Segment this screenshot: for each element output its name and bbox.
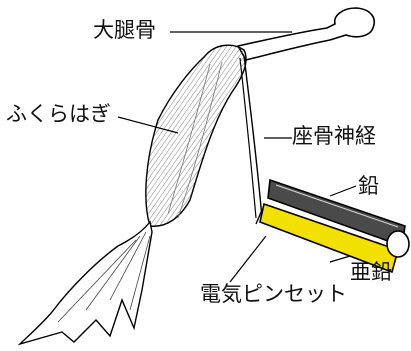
label-sciatic-nerve: 座骨神経 bbox=[292, 126, 376, 147]
label-zinc: 亜鉛 bbox=[350, 262, 392, 283]
femur-bone bbox=[238, 8, 374, 60]
tweezers bbox=[256, 180, 409, 272]
label-femur: 大腿骨 bbox=[93, 20, 156, 41]
foot-tendon bbox=[20, 222, 152, 344]
label-calf: ふくらはぎ bbox=[6, 104, 111, 125]
calf-muscle bbox=[146, 45, 246, 226]
label-copper: 鉛 bbox=[358, 176, 379, 197]
sciatic-nerve bbox=[240, 56, 262, 218]
label-tweezers: 電気ピンセット bbox=[200, 284, 347, 305]
